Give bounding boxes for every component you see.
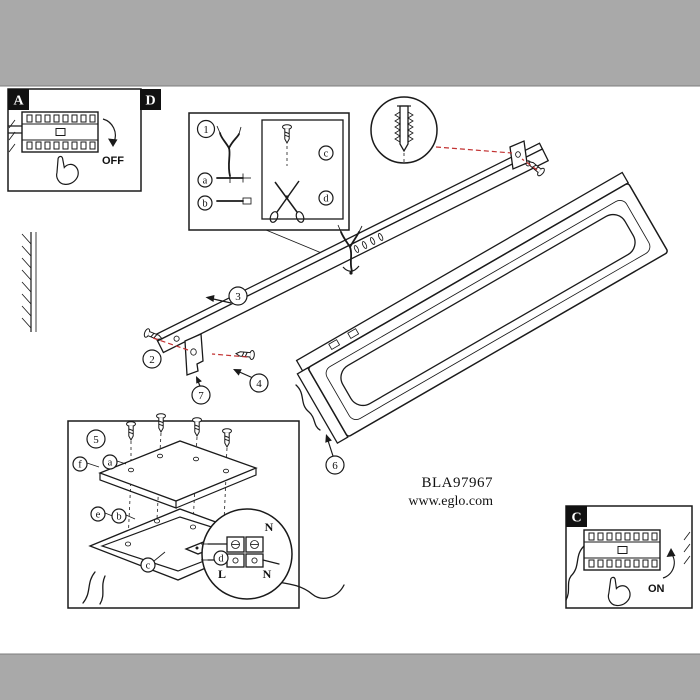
rocker-switch-icon [583, 529, 661, 571]
step-1-badge [196, 119, 216, 139]
mounting-rail [153, 140, 550, 376]
tool-item-a-badge [197, 172, 213, 188]
screw-guide-line-left-2 [211, 353, 248, 358]
part-c-badge [140, 557, 156, 573]
step-5-label: 5 [93, 434, 99, 446]
terminal-label-n-right: N [263, 567, 272, 581]
panel-c-label-box [566, 506, 587, 527]
anchor-guide-line-right [435, 146, 513, 154]
part-a-label: a [108, 458, 113, 469]
terminal-label-n-top: N [265, 520, 274, 534]
product-code-text: BLA97967 [422, 475, 494, 491]
stripped-wire-b [216, 197, 252, 205]
step-5-badge [86, 429, 106, 449]
panel-a: A OFF [7, 88, 142, 192]
exit-wire [82, 571, 96, 604]
screw-guide-line-left [152, 337, 189, 351]
light-fixture: 6 [295, 171, 668, 475]
toggle-arrow-head [666, 548, 676, 557]
step-7-label: 7 [198, 390, 204, 402]
bottom-frame-bar [0, 654, 700, 700]
top-frame-bar [0, 0, 700, 86]
wall-anchor-icon [394, 105, 414, 153]
tool-item-c-badge [318, 145, 334, 161]
rocker-switch-icon [21, 111, 99, 153]
panel-a-state-label: OFF [102, 155, 124, 167]
panel-a-label-box [8, 89, 29, 110]
part-f-label: f [78, 460, 82, 471]
wall-hatch-icon [683, 531, 691, 565]
tool-item-b-label: b [202, 199, 207, 210]
fixture-diffuser [340, 213, 636, 407]
bracket-hole [190, 348, 197, 356]
part-d-label: d [218, 554, 224, 565]
part-d-badge [213, 550, 229, 566]
wall-plug-detail [370, 96, 438, 164]
tool-item-a-label: a [203, 176, 208, 187]
rail-left-bracket [184, 333, 204, 376]
fixture-keyhole-slot [347, 328, 360, 339]
exit-wire [99, 575, 106, 605]
part-a-badge [102, 454, 118, 470]
step-6-badge [325, 455, 345, 475]
tool-item-d-label: d [323, 194, 329, 205]
tools-panel: 1 a b c d [188, 112, 350, 260]
part-b-badge [111, 508, 127, 524]
terminal-detail: N L N d [201, 508, 293, 600]
cable-clamp-icon [342, 265, 360, 272]
step-4-badge [249, 373, 269, 393]
panel-d-label: D [145, 94, 155, 109]
screw-guide-dash [156, 432, 162, 520]
part-e-label: e [96, 510, 101, 521]
clamp-screw-dot [349, 271, 353, 275]
panel-d-label-box [140, 89, 161, 110]
step-6-label: 6 [332, 460, 338, 472]
power-cable [337, 224, 363, 272]
step-3-label: 3 [235, 291, 241, 303]
step-6-arrow-head [325, 434, 332, 443]
canopy-plate-edge [99, 468, 257, 509]
stripped-wire-a [216, 173, 251, 183]
supply-wire [565, 545, 585, 601]
rail-right-tab [509, 140, 528, 170]
tool-item-d-badge [318, 190, 334, 206]
tool-item-b-badge [197, 195, 213, 211]
terminal-label-l: L [218, 567, 226, 581]
panel-c-label: C [571, 511, 581, 526]
inner-tool-box [261, 119, 344, 220]
terminal-block [201, 536, 280, 568]
step-2-label: 2 [149, 354, 155, 366]
tab-hole [515, 151, 521, 158]
part-f-badge [72, 456, 88, 472]
step-2-badge [142, 349, 162, 369]
step-1-label: 1 [203, 124, 209, 136]
step-4-label: 4 [256, 378, 262, 390]
tool-item-c-label: c [324, 149, 329, 160]
fixture-keyhole-slot [328, 339, 341, 350]
website-text: www.eglo.com [408, 494, 493, 509]
panel-d: D [140, 89, 161, 110]
wall-section-hatch [21, 232, 37, 332]
fixture-bezel [325, 200, 651, 420]
fixture-cable [295, 384, 321, 431]
step-7-badge [191, 385, 211, 405]
step-3-badge [228, 286, 248, 306]
part-b-label: b [116, 512, 121, 523]
part-e-badge [90, 506, 106, 522]
screw-guide-line-right [521, 158, 538, 171]
step-7-arrow-head [196, 376, 202, 384]
part-c-label: c [146, 561, 151, 572]
toggle-arrow-head [108, 138, 118, 147]
panel-c-state-label: ON [648, 583, 665, 595]
panel-a-label: A [13, 94, 24, 109]
panel-c: C ON [565, 505, 693, 609]
step-3-arrow-head [205, 295, 215, 302]
scissors-icon [269, 180, 305, 223]
step-4-arrow-head [233, 369, 242, 376]
step-6-arrow [326, 438, 334, 457]
